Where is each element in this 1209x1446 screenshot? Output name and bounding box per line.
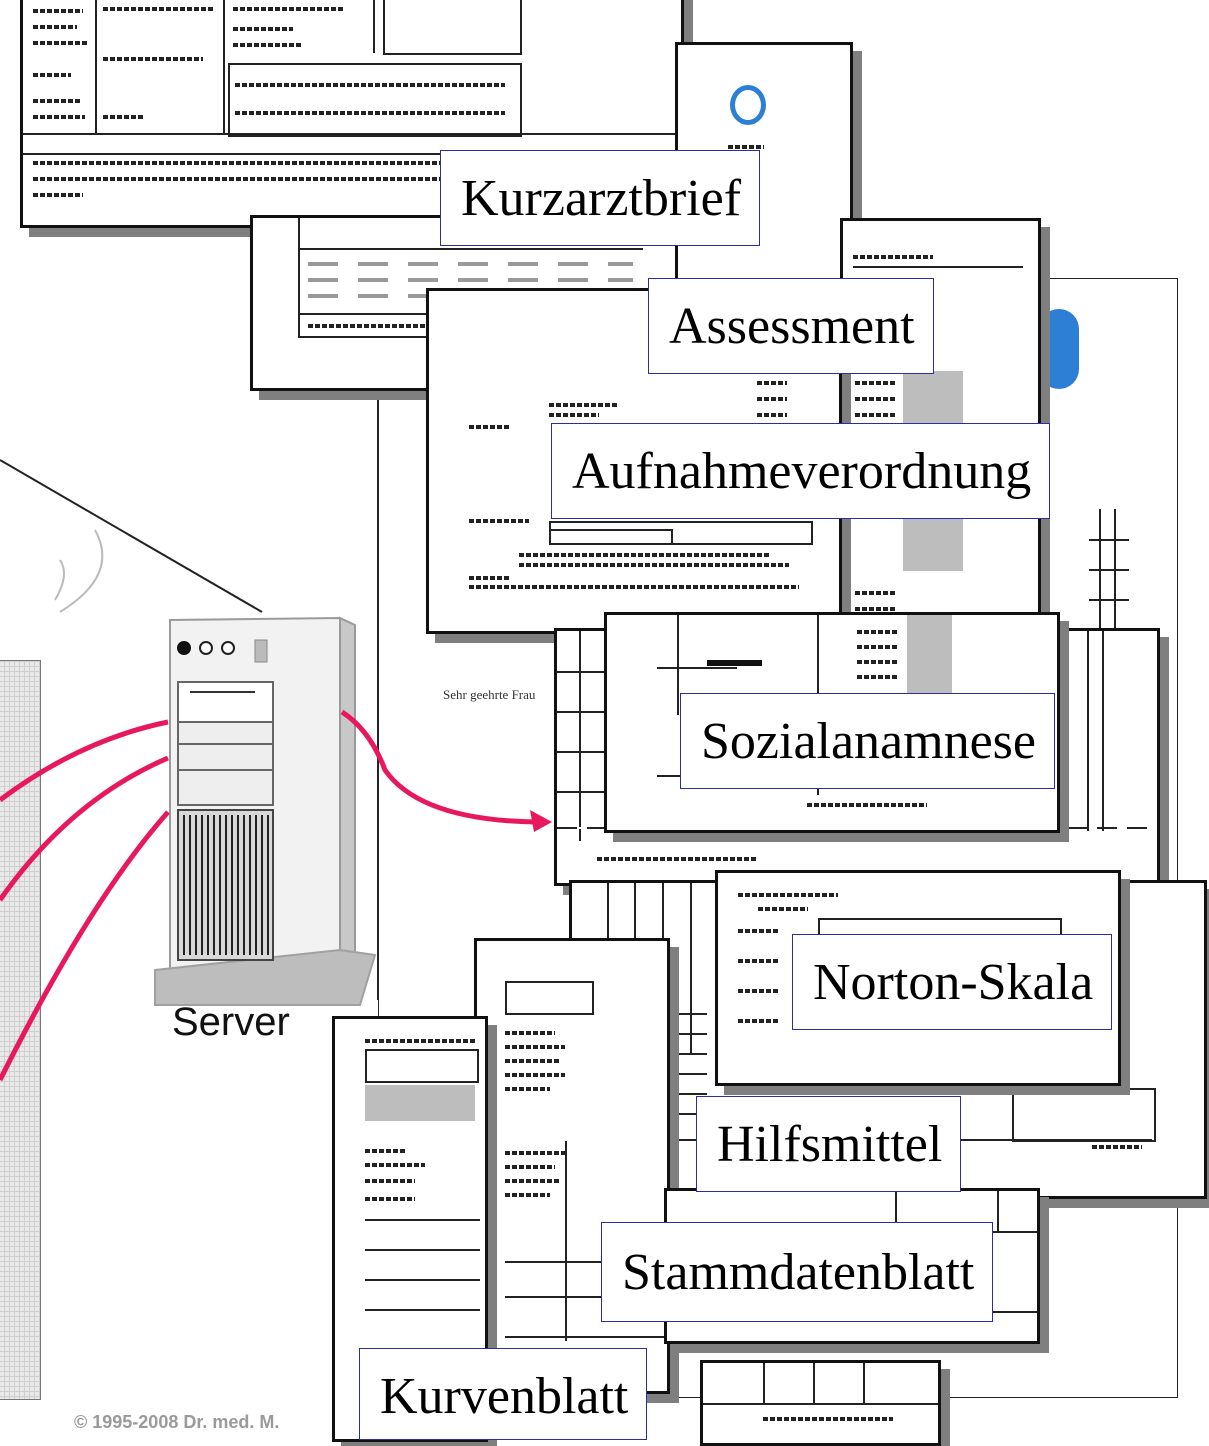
sheet-kurvenblatt bbox=[332, 1016, 488, 1442]
connector-arrowhead bbox=[530, 810, 552, 832]
label-sozialanamnese: Sozialanamnese bbox=[680, 693, 1055, 789]
label-assessment: Assessment bbox=[648, 278, 934, 374]
connector-pc-server-1 bbox=[0, 719, 169, 803]
connector-pc-server-2 bbox=[0, 755, 169, 902]
connector-server-docs bbox=[340, 709, 536, 825]
label-aufnahmeverordnung: Aufnahmeverordnung bbox=[551, 423, 1051, 519]
server-icon bbox=[154, 616, 377, 1006]
label-kurzarztbrief: Kurzarztbrief bbox=[440, 150, 761, 246]
label-hilfsmittel: Hilfsmittel bbox=[696, 1096, 962, 1192]
letter-logo bbox=[1039, 309, 1079, 389]
copyright-text: © 1995-2008 Dr. med. M. bbox=[74, 1412, 280, 1432]
label-norton-skala: Norton-Skala bbox=[792, 934, 1113, 1030]
server-label: Server bbox=[172, 1000, 290, 1044]
letter-salutation: Sehr geehrte Frau bbox=[443, 687, 536, 702]
connector-pc-server-3 bbox=[0, 810, 170, 1082]
kurzarztbrief-logo bbox=[730, 85, 766, 125]
label-kurvenblatt: Kurvenblatt bbox=[359, 1348, 648, 1440]
label-stammdatenblatt: Stammdatenblatt bbox=[601, 1222, 994, 1322]
sheet-table-bottom bbox=[700, 1360, 941, 1446]
